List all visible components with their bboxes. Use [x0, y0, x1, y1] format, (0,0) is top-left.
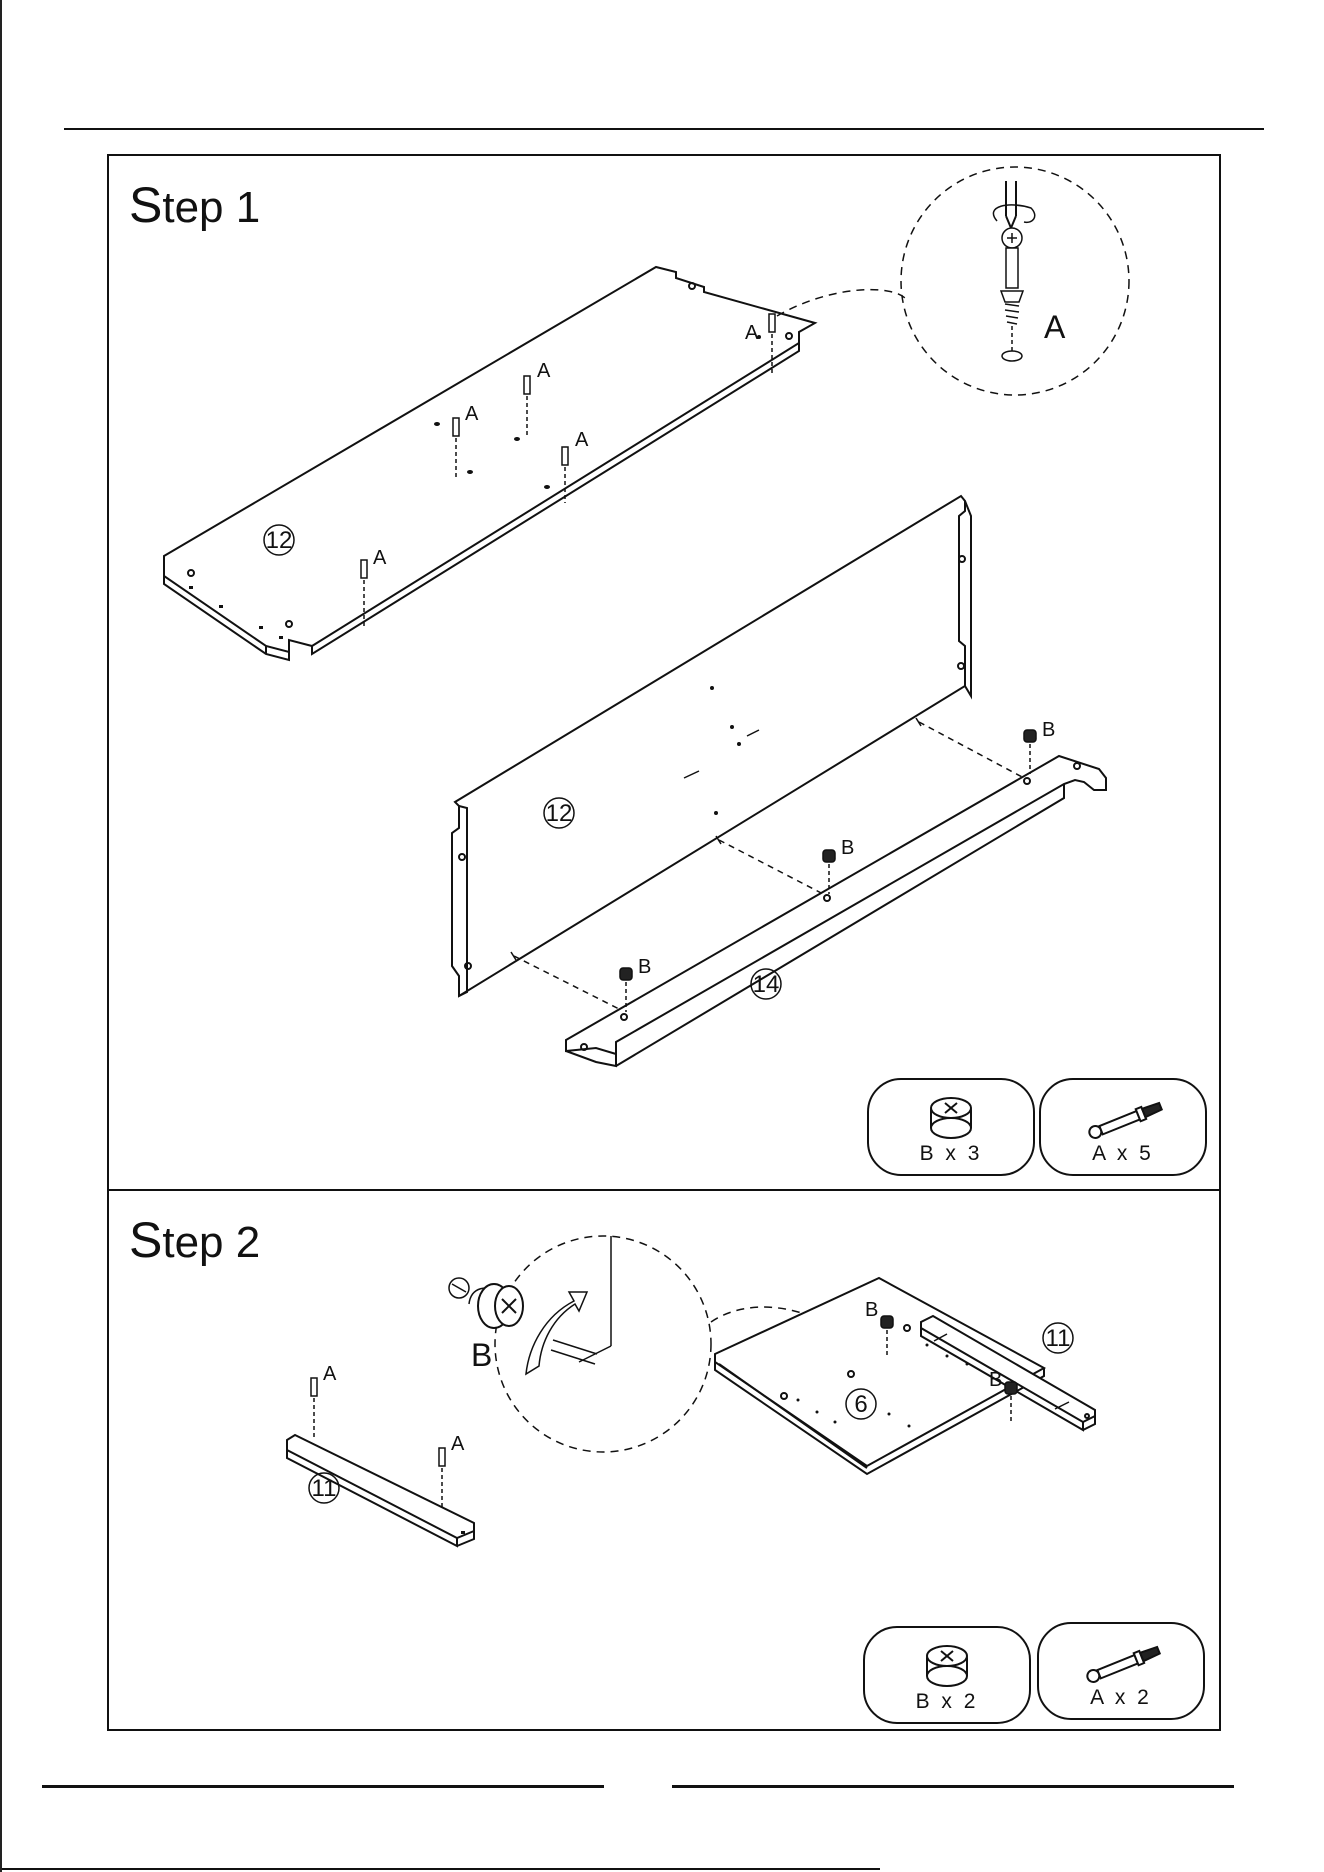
- callout-leader-a: [777, 290, 905, 316]
- hardware-count-b-step2: B x 2: [865, 1690, 1029, 1714]
- part-label-6: 6: [854, 1391, 867, 1418]
- callout-circle-b: [495, 1236, 711, 1452]
- rail-11-right: [921, 1316, 1095, 1430]
- marker-a-4: A: [575, 429, 589, 451]
- step-divider: [109, 1189, 1219, 1191]
- hardware-count-a-step2: A x 2: [1039, 1686, 1203, 1710]
- callout-label-b: B: [471, 1337, 492, 1373]
- cam-dowel-icon: [1086, 1644, 1161, 1685]
- step-1-hardware-a: A x 5: [1039, 1078, 1207, 1176]
- cam-dowel-closeup-icon: [1001, 228, 1023, 361]
- rotate-arrow-icon: [526, 1292, 597, 1374]
- marker-a-3: A: [465, 403, 479, 425]
- step-2-title: Step 2: [129, 1211, 260, 1269]
- panel-12-upright: [452, 496, 971, 996]
- part-label-11-left: 11: [312, 1475, 337, 1502]
- part-label-14: 14: [753, 971, 780, 998]
- marker-a-5: A: [373, 547, 387, 569]
- step-2-hardware-b: B x 2: [863, 1626, 1031, 1724]
- part-label-12-top: 12: [266, 527, 293, 554]
- marker-b-step2-2: B: [989, 1369, 1002, 1391]
- hardware-count-b: B x 3: [869, 1142, 1033, 1166]
- hardware-count-a: A x 5: [1041, 1142, 1205, 1166]
- marker-a-step2-1: A: [323, 1363, 337, 1385]
- footer-rule-right: [672, 1785, 1234, 1788]
- marker-b-step2-1: B: [865, 1299, 878, 1321]
- header-rule: [64, 128, 1264, 130]
- panel-6: [715, 1278, 1044, 1474]
- marker-b-2: B: [841, 837, 854, 859]
- rail-11-left: [287, 1435, 474, 1546]
- step-1-diagram: 12 A A A A A: [109, 156, 1219, 1186]
- steps-frame: Step 1: [107, 154, 1221, 1731]
- marker-a-step2-2: A: [451, 1433, 465, 1455]
- cam-dowel-icon: [1088, 1100, 1163, 1141]
- cam-lock-closeup-icon: [449, 1236, 611, 1362]
- step-2-hardware-a: A x 2: [1037, 1622, 1205, 1720]
- cam-lock-icon: [927, 1646, 967, 1686]
- callout-leader-b: [711, 1307, 844, 1336]
- part-label-12-upright: 12: [546, 800, 573, 827]
- cam-lock-icon: [931, 1098, 971, 1138]
- callout-label-a: A: [1044, 309, 1066, 345]
- bottom-rule: [2, 1868, 880, 1870]
- marker-a-2: A: [537, 360, 551, 382]
- marker-a-1: A: [745, 322, 759, 344]
- footer-rule-left: [42, 1785, 604, 1788]
- screwdriver-icon: [993, 181, 1034, 228]
- marker-b-1: B: [1042, 719, 1055, 741]
- part-label-11-right: 11: [1046, 1325, 1071, 1352]
- marker-b-3: B: [638, 956, 651, 978]
- cam-lock-b-step2-group: [881, 1316, 1017, 1422]
- step-1-hardware-b: B x 3: [867, 1078, 1035, 1176]
- dowel-a-step2-group: [311, 1378, 445, 1510]
- panel-12-top: [164, 267, 815, 660]
